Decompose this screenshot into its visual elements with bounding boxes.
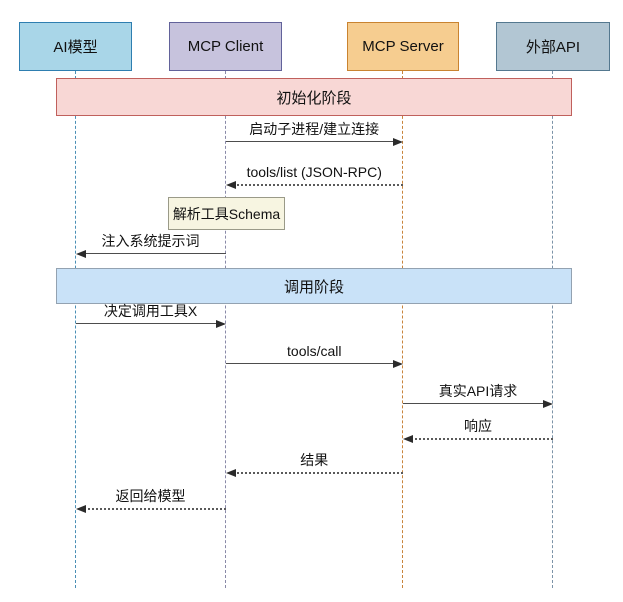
arrowhead-msg-return xyxy=(75,504,86,513)
phase-band-init-phase: 初始化阶段 xyxy=(56,78,572,116)
message-line-msg-result xyxy=(233,472,403,474)
message-label-msg-return: 返回给模型 xyxy=(115,488,186,504)
message-label-msg-response: 响应 xyxy=(464,418,492,434)
message-label-msg-decide: 决定调用工具X xyxy=(103,303,198,319)
message-line-msg-launch xyxy=(225,141,395,142)
lifeline-mcp-server xyxy=(402,71,404,588)
arrowhead-msg-apireq xyxy=(543,399,553,408)
message-label-msg-toolslist: tools/list (JSON-RPC) xyxy=(246,164,382,180)
message-label-msg-launch: 启动子进程/建立连接 xyxy=(249,121,380,137)
participant-external-api: 外部API xyxy=(496,22,610,71)
message-line-msg-inject xyxy=(83,253,226,254)
message-label-msg-apireq: 真实API请求 xyxy=(438,383,518,399)
message-line-msg-toolslist xyxy=(233,184,403,186)
message-line-msg-decide xyxy=(75,323,218,324)
lifeline-external-api xyxy=(552,71,554,588)
participant-mcp-client: MCP Client xyxy=(169,22,282,71)
arrowhead-msg-result xyxy=(225,468,236,477)
arrowhead-msg-inject xyxy=(75,249,86,258)
message-line-msg-toolscall xyxy=(225,363,395,364)
arrowhead-msg-decide xyxy=(215,319,226,328)
message-label-msg-inject: 注入系统提示词 xyxy=(101,233,200,249)
message-line-msg-response xyxy=(411,438,553,440)
arrowhead-msg-response xyxy=(403,434,413,443)
lifeline-ai-model xyxy=(74,71,76,588)
message-line-msg-return xyxy=(83,508,226,510)
participant-ai-model: AI模型 xyxy=(19,22,132,71)
phase-band-call-phase: 调用阶段 xyxy=(56,268,572,304)
lifeline-mcp-client xyxy=(224,71,226,588)
participant-mcp-server: MCP Server xyxy=(347,22,459,71)
message-label-msg-result: 结果 xyxy=(300,452,329,468)
arrowhead-msg-toolslist xyxy=(225,180,236,189)
message-label-msg-toolscall: tools/call xyxy=(287,343,342,359)
arrowhead-msg-toolscall xyxy=(393,359,403,368)
note-parse-schema: 解析工具Schema xyxy=(168,197,285,230)
arrowhead-msg-launch xyxy=(393,137,403,146)
message-line-msg-apireq xyxy=(403,403,545,404)
